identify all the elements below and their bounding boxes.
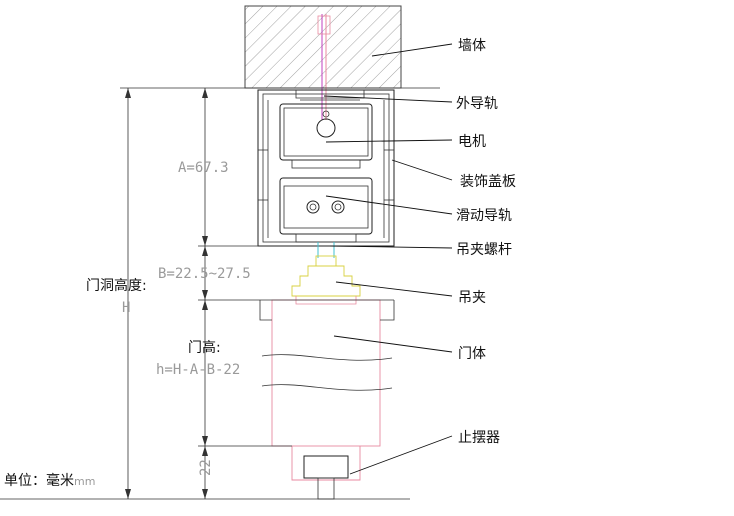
dimension-h-symbol: H: [122, 300, 130, 316]
unit-label: 单位：毫米mm: [4, 472, 95, 489]
wall-label: 墙体: [458, 38, 486, 54]
dimension-chain: [198, 88, 292, 499]
motor-label: 电机: [458, 134, 486, 150]
dimension-h: [125, 88, 131, 499]
motor-body: [279, 103, 373, 169]
dimension-bottom-gap: 22: [198, 459, 214, 476]
door-height-label: 门高:: [188, 339, 221, 356]
slide-rail-label: 滑动导轨: [456, 207, 512, 224]
door-height-formula: h=H-A-B-22: [156, 362, 240, 378]
outer-rail-profile: [257, 89, 395, 247]
outer-rail-label: 外导轨: [456, 96, 498, 112]
wall-block: [244, 5, 402, 120]
hanger-clip: [291, 265, 361, 305]
door-body: [259, 299, 395, 447]
opening-height-label: 门洞高度:: [86, 277, 147, 294]
cover-label: 装饰盖板: [460, 174, 516, 190]
door-body-label: 门体: [458, 346, 486, 362]
stopper-label: 止摆器: [458, 430, 500, 446]
hanger-bolt-label: 吊夹螺杆: [456, 242, 512, 258]
leader-lines: [323, 43, 453, 475]
slide-rail-body: [279, 177, 373, 243]
hanger-clip-label: 吊夹: [458, 290, 486, 306]
dimension-b: B=22.5~27.5: [158, 266, 251, 282]
dimension-a: A=67.3: [178, 160, 229, 176]
stopper-assembly: [291, 446, 361, 500]
